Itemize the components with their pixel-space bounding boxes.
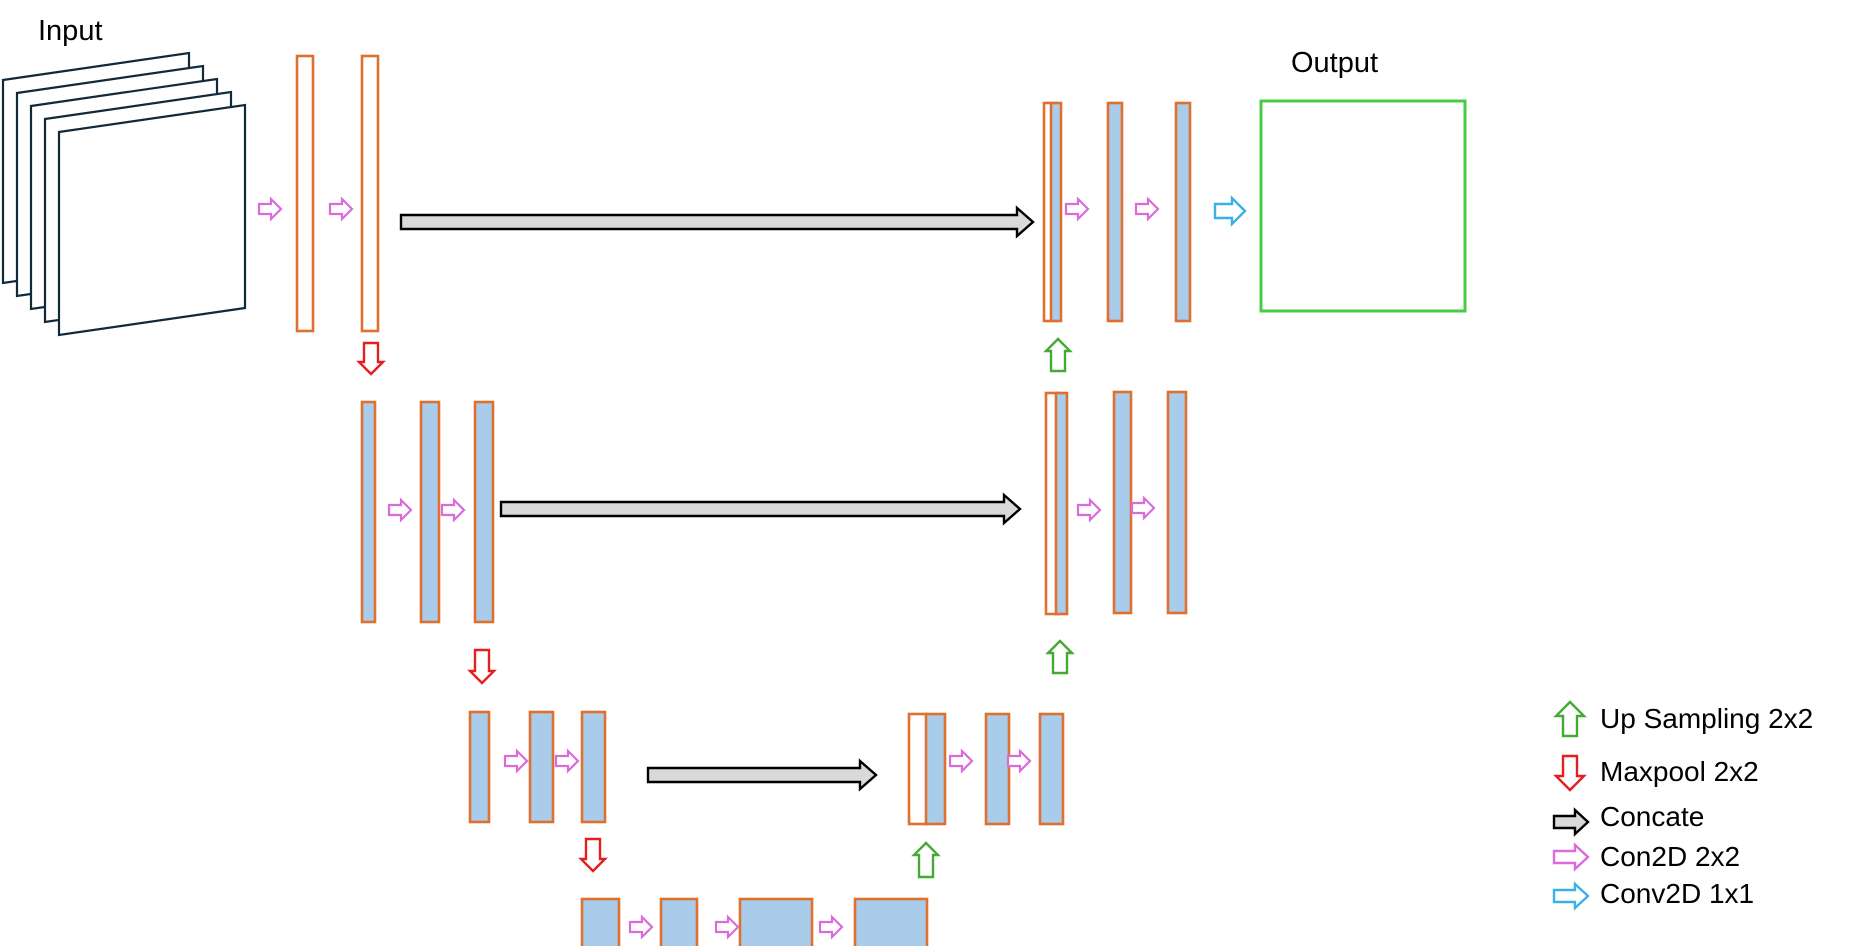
conv2d-2x2-arrow-icon [1134, 196, 1160, 222]
input-label: Input [38, 15, 103, 47]
conv2d-2x2-arrow-icon [1006, 748, 1032, 774]
feature-map-block [659, 897, 699, 946]
conv2d-2x2-arrow-icon [818, 914, 844, 940]
conv2d-2x2-arrow-icon [628, 914, 654, 940]
maxpool-arrow-icon [356, 341, 386, 376]
legend-label-concate: Concate [1600, 801, 1704, 832]
conv2d-2x2-arrow-icon [1130, 495, 1156, 521]
feature-map-block [738, 897, 814, 946]
maxpool-arrow-icon [467, 648, 497, 685]
output-label: Output [1291, 47, 1378, 79]
arrows [257, 195, 1247, 940]
feature-map-block [468, 710, 491, 824]
input-sheet [57, 103, 247, 337]
conv2d-2x2-arrow-icon [948, 748, 974, 774]
feature-map-block [1166, 390, 1188, 615]
feature-map-block [1049, 101, 1063, 323]
output-map [1259, 99, 1467, 313]
concat-arrow-icon [399, 205, 1035, 239]
feature-maps [295, 54, 1192, 946]
conv2d-2x2-arrow-icon [257, 196, 283, 222]
legend-icons [1552, 700, 1590, 911]
conv2d-2x2-arrow-icon [1076, 497, 1102, 523]
feature-map-block [1054, 391, 1069, 616]
feature-map-block [419, 400, 441, 624]
feature-map-outline [907, 712, 929, 826]
maxpool-arrow-icon [578, 837, 608, 873]
legend-label-maxpool: Maxpool 2x2 [1600, 756, 1759, 787]
feature-map-block [1038, 712, 1065, 826]
feature-map-outline [295, 54, 315, 333]
legend-conv2d-1x1-arrow-icon [1552, 881, 1590, 911]
feature-map-block [853, 897, 929, 946]
input-image-stack [1, 51, 247, 337]
conv2d-2x2-arrow-icon [387, 497, 413, 523]
feature-map-block [1106, 101, 1124, 323]
up-sampling-arrow-icon [1045, 639, 1075, 675]
feature-map-block [1174, 101, 1192, 323]
conv2d-2x2-arrow-icon [1064, 196, 1090, 222]
legend: Up Sampling 2x2 Maxpool 2x2 Concate Con2… [1552, 700, 1813, 911]
legend-down-arrow-icon [1553, 754, 1587, 792]
conv2d-2x2-arrow-icon [503, 748, 529, 774]
concat-arrow-icon [646, 758, 878, 792]
feature-map-block [473, 400, 495, 624]
conv2d-2x2-arrow-icon [554, 748, 580, 774]
conv2d-2x2-arrow-icon [328, 196, 354, 222]
feature-map-block [924, 712, 947, 826]
concat-arrow-icon [499, 492, 1022, 526]
feature-map-outline [360, 54, 380, 333]
legend-concat-arrow-icon [1552, 807, 1590, 837]
feature-map-block [360, 400, 377, 624]
conv2d-2x2-arrow-icon [714, 914, 740, 940]
conv2d-2x2-arrow-icon [440, 497, 466, 523]
feature-map-block [1112, 390, 1133, 615]
legend-label-conv2d-1x1: Conv2D 1x1 [1600, 878, 1754, 909]
up-sampling-arrow-icon [911, 841, 941, 879]
feature-map-block [580, 710, 607, 824]
legend-conv2d-2x2-arrow-icon [1552, 842, 1590, 872]
legend-label-conv2d-2x2: Con2D 2x2 [1600, 841, 1740, 872]
feature-map-block [580, 897, 621, 946]
legend-label-up-sampling: Up Sampling 2x2 [1600, 703, 1813, 734]
conv2d-1x1-arrow-icon [1213, 195, 1247, 227]
feature-map-block [528, 710, 555, 824]
up-sampling-arrow-icon [1043, 337, 1073, 373]
feature-map-block [984, 712, 1011, 826]
legend-up-arrow-icon [1553, 700, 1587, 738]
